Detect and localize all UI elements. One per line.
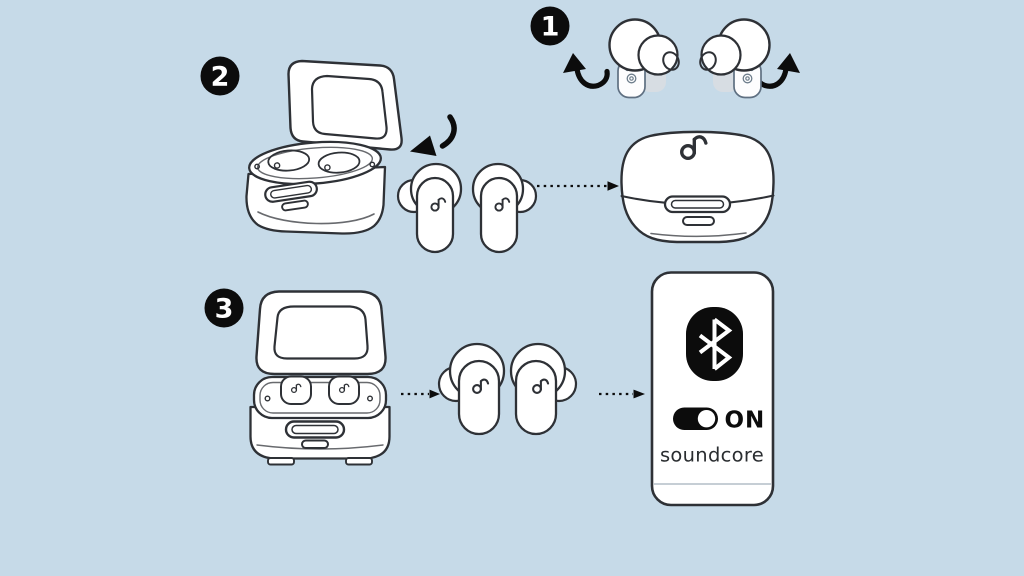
curved-close-arrow-tail bbox=[439, 114, 457, 149]
slot-contact-dot bbox=[273, 162, 281, 169]
close-lid-arrow bbox=[410, 114, 457, 156]
latch-outer bbox=[663, 195, 732, 214]
closed-case bbox=[620, 130, 775, 244]
step-3-badge-circle bbox=[204, 288, 244, 328]
curved-rotate-arrow-icon bbox=[777, 53, 800, 73]
dotted-flow-arrow-head bbox=[633, 389, 645, 399]
usb-port bbox=[281, 199, 309, 212]
open-case-front-view bbox=[249, 290, 391, 466]
case-lid bbox=[255, 290, 387, 376]
hinge-screw bbox=[264, 395, 271, 402]
step-1-badge-circle bbox=[530, 6, 570, 46]
case-lid bbox=[287, 59, 403, 151]
earbud-pair-front-view bbox=[396, 162, 538, 254]
hinge-screw bbox=[369, 161, 376, 168]
sensor-dot bbox=[745, 76, 750, 81]
hinge-screw bbox=[254, 163, 261, 170]
curved-close-arrow-icon bbox=[410, 135, 437, 156]
step-3-pairing: 3 bbox=[204, 271, 775, 507]
case-base-seam bbox=[257, 211, 375, 225]
dotted-flow-arrow-head bbox=[607, 181, 619, 191]
ear-tip-opening bbox=[699, 51, 717, 71]
step-3-number: 3 bbox=[215, 294, 234, 325]
earbud-left-top-view bbox=[608, 18, 680, 99]
step-2-badge-circle bbox=[200, 56, 240, 96]
earbud-right-top-view bbox=[699, 18, 771, 99]
dotted-flow-arrow-head bbox=[429, 389, 440, 399]
case-deck bbox=[248, 140, 382, 186]
earbud-pair-front-view-large bbox=[437, 342, 578, 436]
curved-rotate-arrow-tail bbox=[574, 66, 610, 89]
phone: ON soundcore bbox=[650, 271, 775, 507]
toggle-state-label: ON bbox=[725, 408, 766, 434]
earbud-stem bbox=[514, 359, 558, 436]
step-2-badge: 2 bbox=[200, 56, 240, 96]
latch-inner bbox=[270, 184, 313, 199]
case-front-latch bbox=[264, 180, 318, 203]
flow-arrow-to-case bbox=[537, 181, 619, 191]
earbud-right bbox=[471, 162, 538, 254]
ear-tip bbox=[700, 34, 742, 76]
case-foot bbox=[345, 457, 373, 466]
sensor-ring bbox=[742, 73, 753, 84]
closed-case-body bbox=[620, 130, 775, 244]
rotate-arrow-left bbox=[563, 53, 610, 89]
latch-inner bbox=[670, 199, 725, 209]
step-1-badge: 1 bbox=[530, 6, 570, 46]
step-2-number: 2 bbox=[211, 62, 230, 93]
ear-tip bbox=[637, 34, 679, 76]
earbud-slot-right bbox=[317, 151, 361, 174]
closed-case-foot-seam bbox=[650, 232, 747, 238]
brand-wordmark: soundcore bbox=[660, 444, 764, 467]
case-foot bbox=[267, 457, 295, 466]
sensor-ring bbox=[626, 73, 637, 84]
case-deck-lip bbox=[259, 381, 381, 414]
ear-tip-opening bbox=[662, 51, 680, 71]
case-lid-window bbox=[273, 305, 369, 360]
step-1-number: 1 bbox=[541, 12, 560, 43]
latch-outer bbox=[284, 420, 346, 439]
latch-inner bbox=[291, 424, 339, 435]
flow-arrow-case-to-buds bbox=[401, 389, 440, 399]
bluetooth-rune-lower bbox=[698, 333, 733, 371]
case-deck-lip bbox=[256, 146, 374, 180]
bluetooth-icon bbox=[686, 307, 743, 381]
step-2-insert-and-close-case: 2 bbox=[200, 56, 775, 254]
step-3-badge: 3 bbox=[204, 288, 244, 328]
open-case-three-quarter-view bbox=[245, 59, 403, 235]
earbud-slot-left bbox=[267, 149, 311, 172]
latch-outer bbox=[264, 180, 318, 203]
earbud-stem bbox=[479, 176, 519, 254]
earbud-right bbox=[509, 342, 578, 436]
sensor-dot bbox=[629, 76, 634, 81]
curved-rotate-arrow-icon bbox=[563, 53, 586, 73]
usb-port bbox=[682, 216, 715, 226]
step-1-rotate-earbuds: 1 bbox=[530, 6, 800, 99]
toggle-knob bbox=[697, 410, 716, 428]
earbud-stem bbox=[457, 359, 501, 436]
usb-port bbox=[301, 439, 329, 449]
earbud-left bbox=[396, 162, 463, 254]
hinge-screw bbox=[367, 395, 374, 402]
earbud-stem bbox=[415, 176, 455, 254]
slot-contact-dot bbox=[324, 164, 331, 171]
case-lid-window bbox=[310, 74, 388, 140]
bluetooth-toggle bbox=[673, 407, 718, 430]
flow-arrow-buds-to-phone bbox=[599, 389, 645, 399]
earbud-left bbox=[437, 342, 506, 436]
